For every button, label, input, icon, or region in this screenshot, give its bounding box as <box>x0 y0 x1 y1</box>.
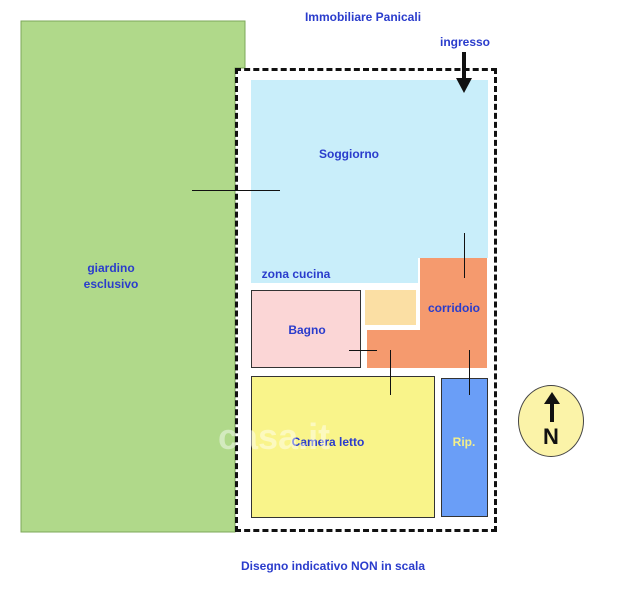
label-bedroom: Camera letto <box>291 435 365 449</box>
dimension-line <box>390 350 391 395</box>
entrance-arrow-icon <box>456 52 472 93</box>
label-storage: Rip. <box>452 435 476 449</box>
garden-label-2: esclusivo <box>83 277 139 291</box>
dimension-line <box>192 190 280 191</box>
label-bath: Bagno <box>288 323 326 337</box>
compass-label: N <box>543 424 559 449</box>
room-living <box>251 80 488 258</box>
dimension-line <box>464 233 465 278</box>
label-kitchen: zona cucina <box>261 267 331 281</box>
compass: N <box>518 385 584 457</box>
dimension-line <box>349 350 377 351</box>
outer-wall <box>235 68 497 532</box>
room-corridor <box>420 258 487 368</box>
dimension-line <box>469 350 470 395</box>
label-living: Soggiorno <box>319 147 379 161</box>
watermark: casa.it <box>218 416 331 457</box>
room-storage <box>441 378 488 517</box>
footer-note: Disegno indicativo NON in scala <box>240 559 426 573</box>
closet <box>365 290 416 325</box>
room-kitchen <box>251 256 418 283</box>
label-corridor: corridoio <box>427 301 481 315</box>
room-bedroom <box>251 376 435 518</box>
room-corridor-ext <box>367 330 422 368</box>
room-bath <box>251 290 361 368</box>
north-arrow-icon <box>544 392 560 422</box>
garden-label-1: giardino <box>87 261 135 275</box>
agency-title: Immobiliare Panicali <box>304 10 422 24</box>
entrance-label: ingresso <box>439 35 491 49</box>
